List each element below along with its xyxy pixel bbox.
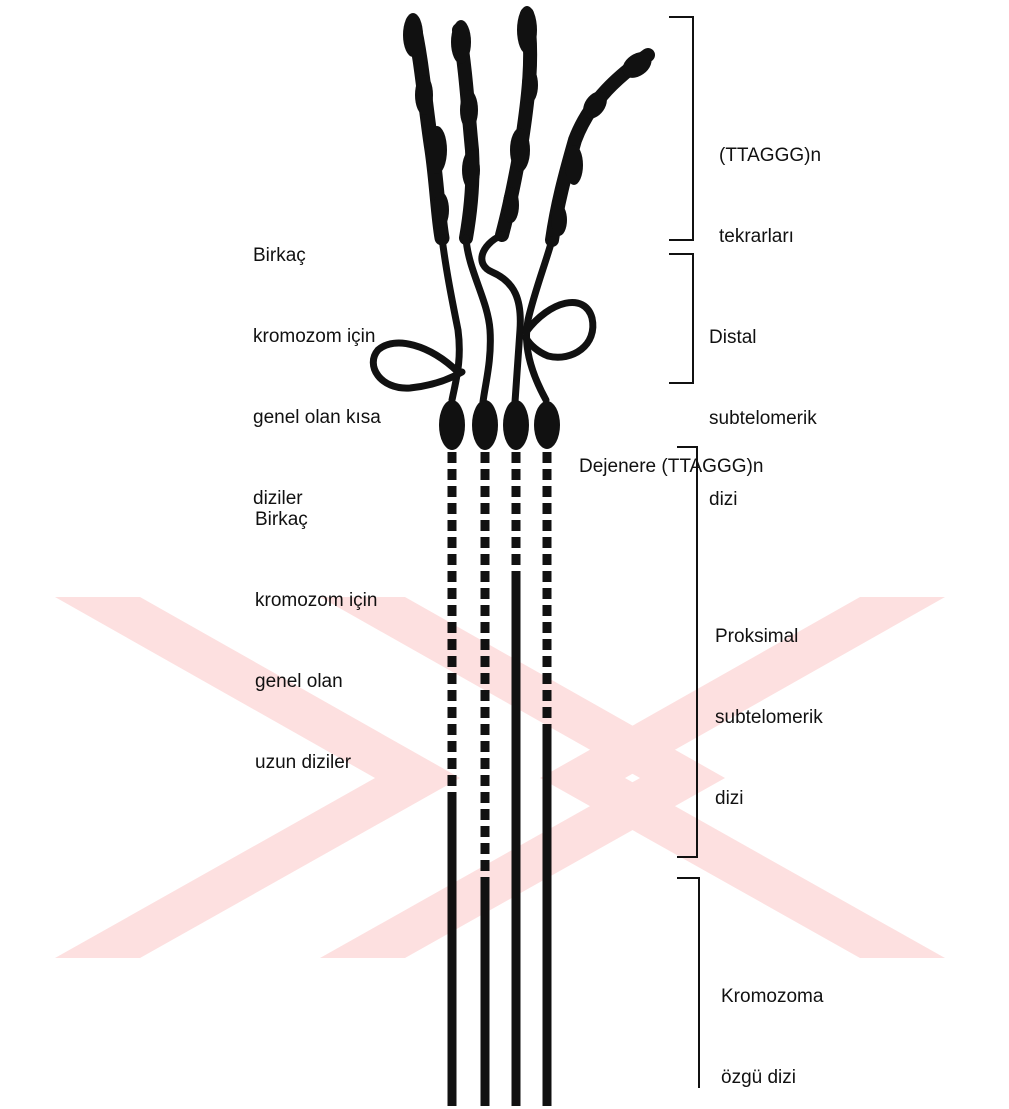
label-proximal-subtelomeric: Proksimal subtelomerik dizi bbox=[715, 569, 823, 866]
distal-strand-2 bbox=[466, 238, 490, 402]
degenerate-blob-4 bbox=[534, 401, 560, 449]
bracket-ttaggg-repeats bbox=[669, 17, 693, 240]
bracket-distal bbox=[669, 254, 693, 383]
degenerate-blob-1 bbox=[439, 400, 465, 450]
label-chromosome-specific: Kromozoma özgü dizi bbox=[721, 929, 823, 1109]
bracket-chromosome-specific bbox=[677, 878, 699, 1088]
degenerate-blob-2 bbox=[472, 400, 498, 450]
distal-strands bbox=[373, 235, 593, 402]
repeat-arm-4 bbox=[552, 55, 648, 240]
label-long-shared-sequences: Birkaç kromozom için genel olan uzun diz… bbox=[255, 452, 377, 830]
degenerate-blob-3 bbox=[503, 400, 529, 450]
distal-loop-left bbox=[373, 343, 462, 388]
region-brackets bbox=[669, 17, 699, 1088]
degenerate-repeat-blobs bbox=[439, 400, 560, 450]
distal-loop-right bbox=[526, 302, 593, 357]
label-degenerate-repeats: Dejenere (TTAGGG)n bbox=[579, 399, 763, 534]
